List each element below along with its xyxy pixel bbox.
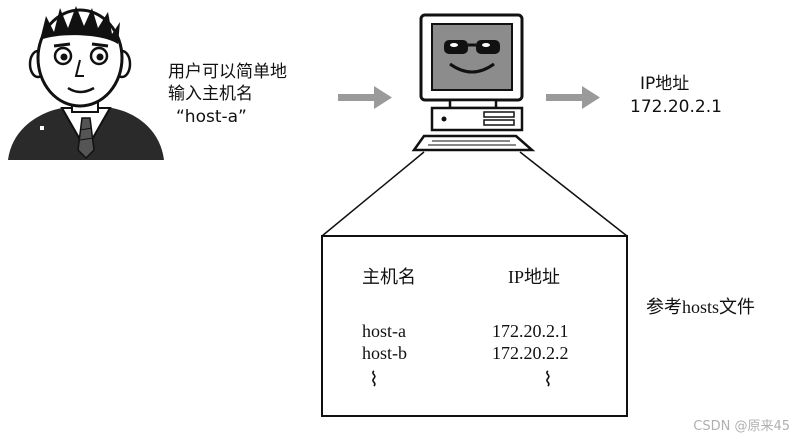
callout-line-right (519, 151, 628, 237)
arrow-user-to-computer (338, 86, 392, 109)
hosts-row-2-name: host-b (362, 343, 407, 363)
hosts-row-1-name: host-a (362, 321, 406, 341)
user-figure (8, 6, 164, 160)
hosts-file-box (321, 235, 628, 417)
watermark: CSDN @原来45 (693, 419, 790, 434)
callout-line-left (321, 151, 425, 237)
hosts-header-ip: IP地址 (508, 267, 561, 287)
user-text-line1: 用户可以简单地 (168, 62, 287, 82)
hosts-caption: 参考hosts文件 (646, 297, 756, 317)
hosts-header-name: 主机名 (362, 267, 416, 287)
continuation-mark-name: ⌇ (369, 369, 379, 391)
computer-icon (411, 13, 536, 152)
ip-label-title: IP地址 (640, 74, 690, 94)
hosts-row-2-ip: 172.20.2.2 (492, 343, 569, 363)
ip-label-value: 172.20.2.1 (630, 97, 722, 117)
user-text-line2: 输入主机名 (168, 84, 253, 104)
hosts-row-1-ip: 172.20.2.1 (492, 321, 569, 341)
arrow-computer-to-ip (546, 86, 600, 109)
user-text-line3: “host-a” (176, 107, 247, 127)
continuation-mark-ip: ⌇ (543, 369, 553, 391)
